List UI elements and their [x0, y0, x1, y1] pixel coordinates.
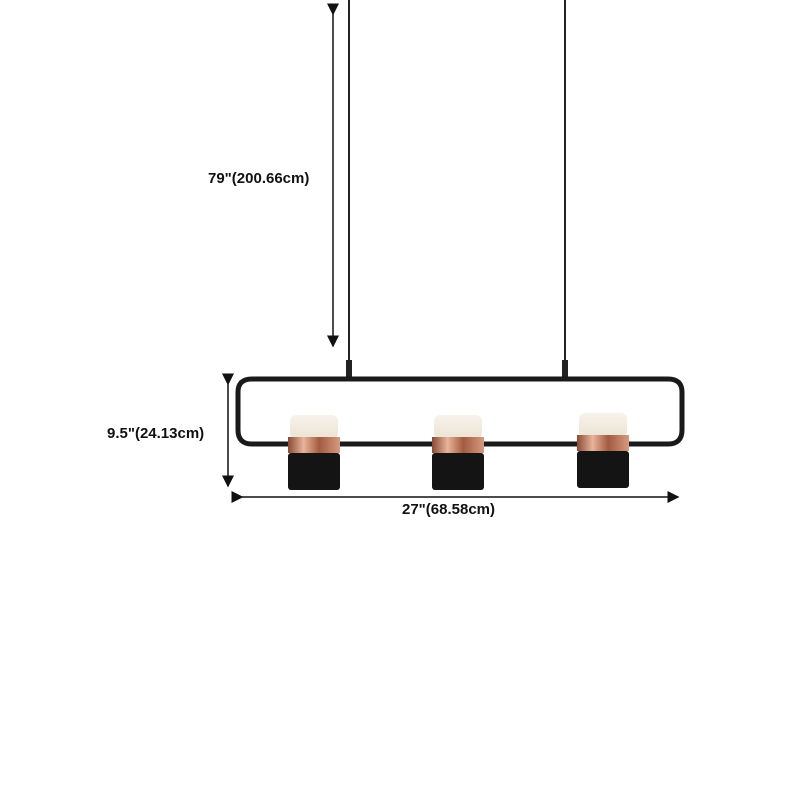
lamp-heads: [288, 413, 629, 490]
cord-length-label: 79"(200.66cm): [208, 170, 310, 187]
lamp-head: [288, 415, 340, 490]
lamp-head: [432, 415, 484, 490]
height-label: 9.5"(24.13cm): [107, 425, 205, 442]
suspension-cords: [346, 0, 568, 378]
width-label: 27"(68.58cm): [402, 501, 496, 518]
lamp-head: [577, 413, 629, 488]
dimension-arrows: [222, 3, 680, 503]
